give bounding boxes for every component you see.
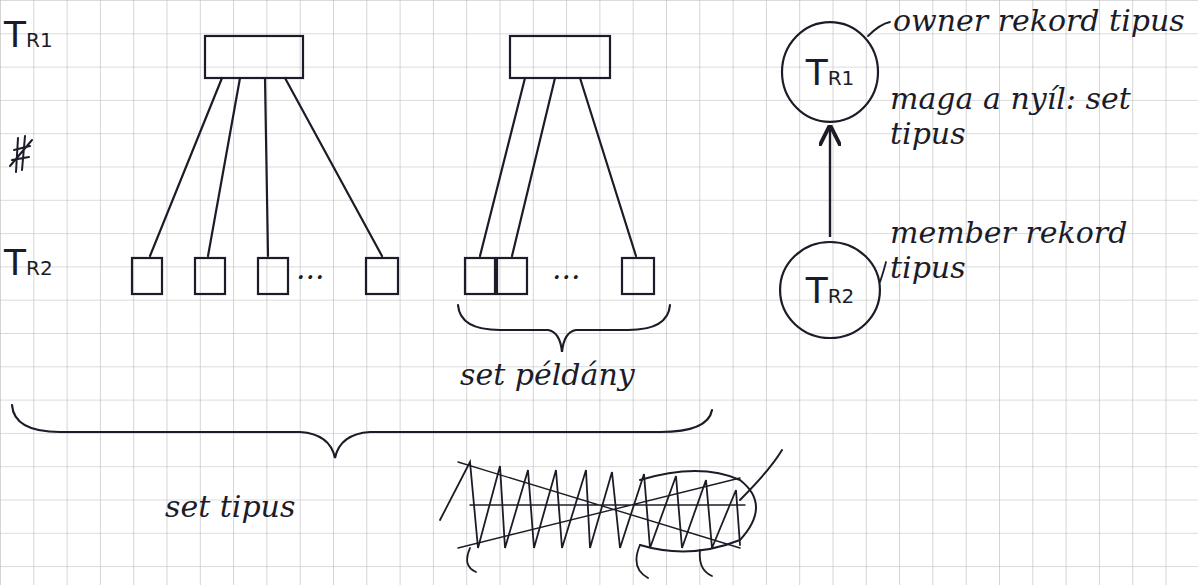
- record-type-label: TR1: [4, 14, 53, 55]
- owner-record: [205, 36, 303, 78]
- owner-record: [510, 36, 610, 78]
- leader-line: [868, 22, 890, 36]
- annotation: maga a nyíl: set tipus: [890, 82, 1190, 151]
- record-type-label: TR2: [4, 242, 53, 283]
- ellipsis: ...: [296, 252, 325, 287]
- annotation: owner rekord tipus: [893, 4, 1193, 39]
- set-type-arrow: [829, 127, 831, 237]
- leader-line: [880, 262, 886, 282]
- brace-label: set példány: [460, 358, 635, 393]
- record-type-circle: TR1: [780, 20, 880, 124]
- annotation: member rekord tipus: [890, 216, 1190, 285]
- ellipsis: ...: [552, 252, 581, 287]
- brace-label: set tipus: [165, 490, 295, 525]
- node-text: TR1: [806, 52, 855, 93]
- node-text: TR2: [806, 270, 855, 311]
- record-type-circle: TR2: [778, 240, 882, 340]
